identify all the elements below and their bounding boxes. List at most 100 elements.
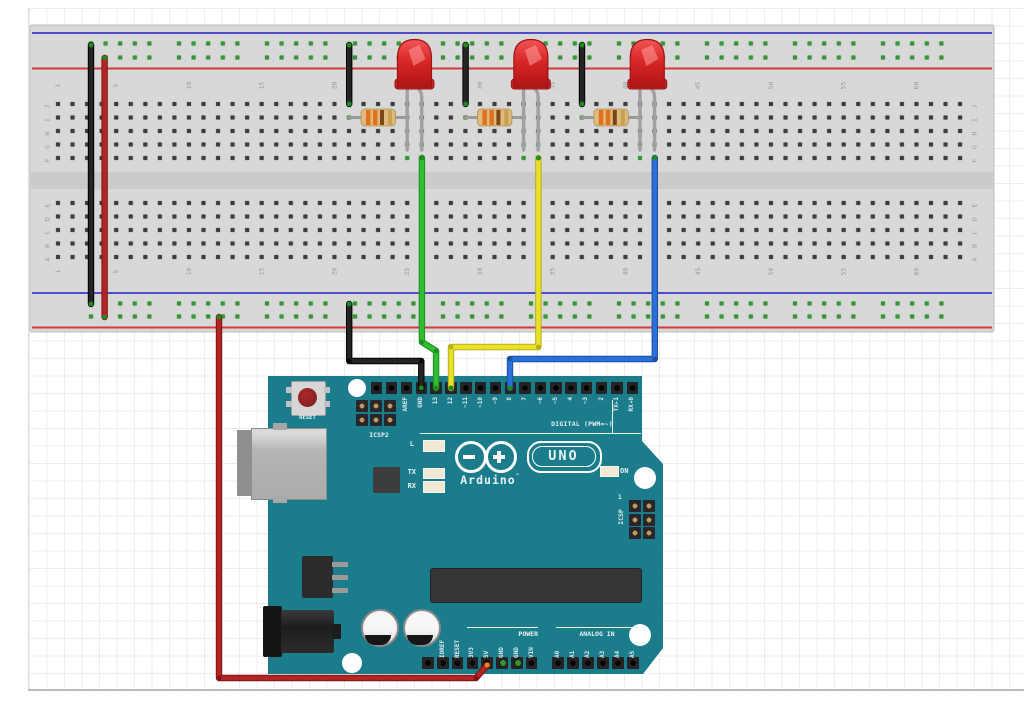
breadboard-hole[interactable] [710,200,716,206]
breadboard-hole[interactable] [836,40,842,47]
icsp2-pin[interactable] [370,414,382,426]
breadboard-hole[interactable] [739,128,745,134]
breadboard-hole[interactable] [273,254,279,260]
arduino-pin-ioref[interactable] [437,657,449,669]
breadboard-hole[interactable] [157,155,163,161]
breadboard-hole[interactable] [564,128,570,134]
breadboard-hole[interactable] [205,313,211,320]
breadboard-hole[interactable] [302,155,308,161]
breadboard-hole[interactable] [477,200,483,206]
breadboard-hole[interactable] [797,240,803,247]
breadboard-hole[interactable] [477,141,483,148]
breadboard-hole[interactable] [768,155,774,161]
breadboard-hole[interactable] [176,313,182,320]
breadboard-hole[interactable] [797,101,803,107]
breadboard-hole[interactable] [733,40,739,47]
wire-connection-dot[interactable] [484,662,490,668]
breadboard-hole[interactable] [440,300,446,307]
wire-led2-gnd-jumper[interactable] [462,41,469,108]
breadboard-hole[interactable] [637,240,643,247]
breadboard-hole[interactable] [157,141,163,148]
breadboard-hole[interactable] [259,141,265,148]
breadboard-hole[interactable] [142,128,148,134]
wire-led1-gnd-jumper[interactable] [346,41,353,108]
breadboard-hole[interactable] [288,141,294,148]
breadboard-hole[interactable] [608,200,614,206]
breadboard-hole[interactable] [564,141,570,148]
breadboard-hole[interactable] [317,114,323,121]
breadboard-hole[interactable] [841,240,847,247]
breadboard-hole[interactable] [943,254,949,260]
breadboard-hole[interactable] [331,128,337,134]
breadboard-hole[interactable] [259,240,265,247]
breadboard-hole[interactable] [506,200,512,206]
breadboard-hole[interactable] [826,128,832,134]
led-red[interactable] [510,38,551,152]
icsp-pin[interactable] [643,500,655,512]
breadboard-hole[interactable] [200,213,207,220]
breadboard-hole[interactable] [637,213,643,220]
breadboard-hole[interactable] [928,213,934,220]
breadboard-hole[interactable] [564,213,570,220]
breadboard-hole[interactable] [440,54,446,61]
breadboard-hole[interactable] [622,141,629,148]
breadboard-hole[interactable] [113,141,119,148]
breadboard-hole[interactable] [895,54,901,61]
breadboard-hole[interactable] [579,155,585,161]
wire-gnd-wire[interactable] [346,300,425,392]
breadboard-hole[interactable] [593,213,599,220]
breadboard-hole[interactable] [462,141,468,148]
breadboard-hole[interactable] [142,240,148,247]
breadboard-hole[interactable] [462,155,468,161]
breadboard-hole[interactable] [579,128,585,134]
breadboard-hole[interactable] [710,254,716,260]
breadboard-hole[interactable] [913,101,920,107]
breadboard-hole[interactable] [186,141,192,148]
breadboard-hole[interactable] [200,254,207,260]
arduino-pin-3[interactable] [580,382,593,394]
breadboard-hole[interactable] [390,200,396,206]
breadboard-hole[interactable] [909,313,915,320]
breadboard-hole[interactable] [792,40,798,47]
breadboard-hole[interactable] [317,128,323,134]
breadboard-hole[interactable] [586,40,592,47]
breadboard-hole[interactable] [273,227,279,233]
breadboard-hole[interactable] [884,240,890,247]
breadboard-hole[interactable] [390,101,396,107]
breadboard-hole[interactable] [322,300,328,307]
breadboard-hole[interactable] [870,227,876,233]
breadboard-hole[interactable] [302,114,308,121]
breadboard-hole[interactable] [215,114,221,121]
breadboard-hole[interactable] [200,101,207,107]
breadboard-hole[interactable] [674,54,680,61]
breadboard-hole[interactable] [390,128,396,134]
breadboard-hole[interactable] [273,114,279,121]
breadboard-hole[interactable] [681,200,687,206]
breadboard-hole[interactable] [557,300,563,307]
icsp-pin[interactable] [643,527,655,539]
breadboard-hole[interactable] [186,213,192,220]
breadboard-hole[interactable] [797,114,803,121]
breadboard-hole[interactable] [826,101,832,107]
breadboard-hole[interactable] [142,101,148,107]
breadboard-hole[interactable] [404,240,410,247]
breadboard-hole[interactable] [433,240,439,247]
breadboard-hole[interactable] [128,101,134,107]
breadboard-hole[interactable] [132,54,138,61]
breadboard-hole[interactable] [928,114,934,121]
breadboard-hole[interactable] [462,213,468,220]
breadboard-hole[interactable] [928,101,934,107]
breadboard-hole[interactable] [836,313,842,320]
breadboard-hole[interactable] [913,200,920,206]
breadboard-hole[interactable] [710,101,716,107]
breadboard-hole[interactable] [899,227,905,233]
breadboard-hole[interactable] [909,54,915,61]
breadboard-hole[interactable] [724,114,730,121]
breadboard-hole[interactable] [491,128,498,134]
breadboard-hole[interactable] [230,213,236,220]
breadboard-hole[interactable] [753,213,759,220]
breadboard-hole[interactable] [733,54,739,61]
breadboard-hole[interactable] [768,128,774,134]
resistor[interactable] [580,108,642,127]
wire-connection-dot[interactable] [463,101,469,107]
